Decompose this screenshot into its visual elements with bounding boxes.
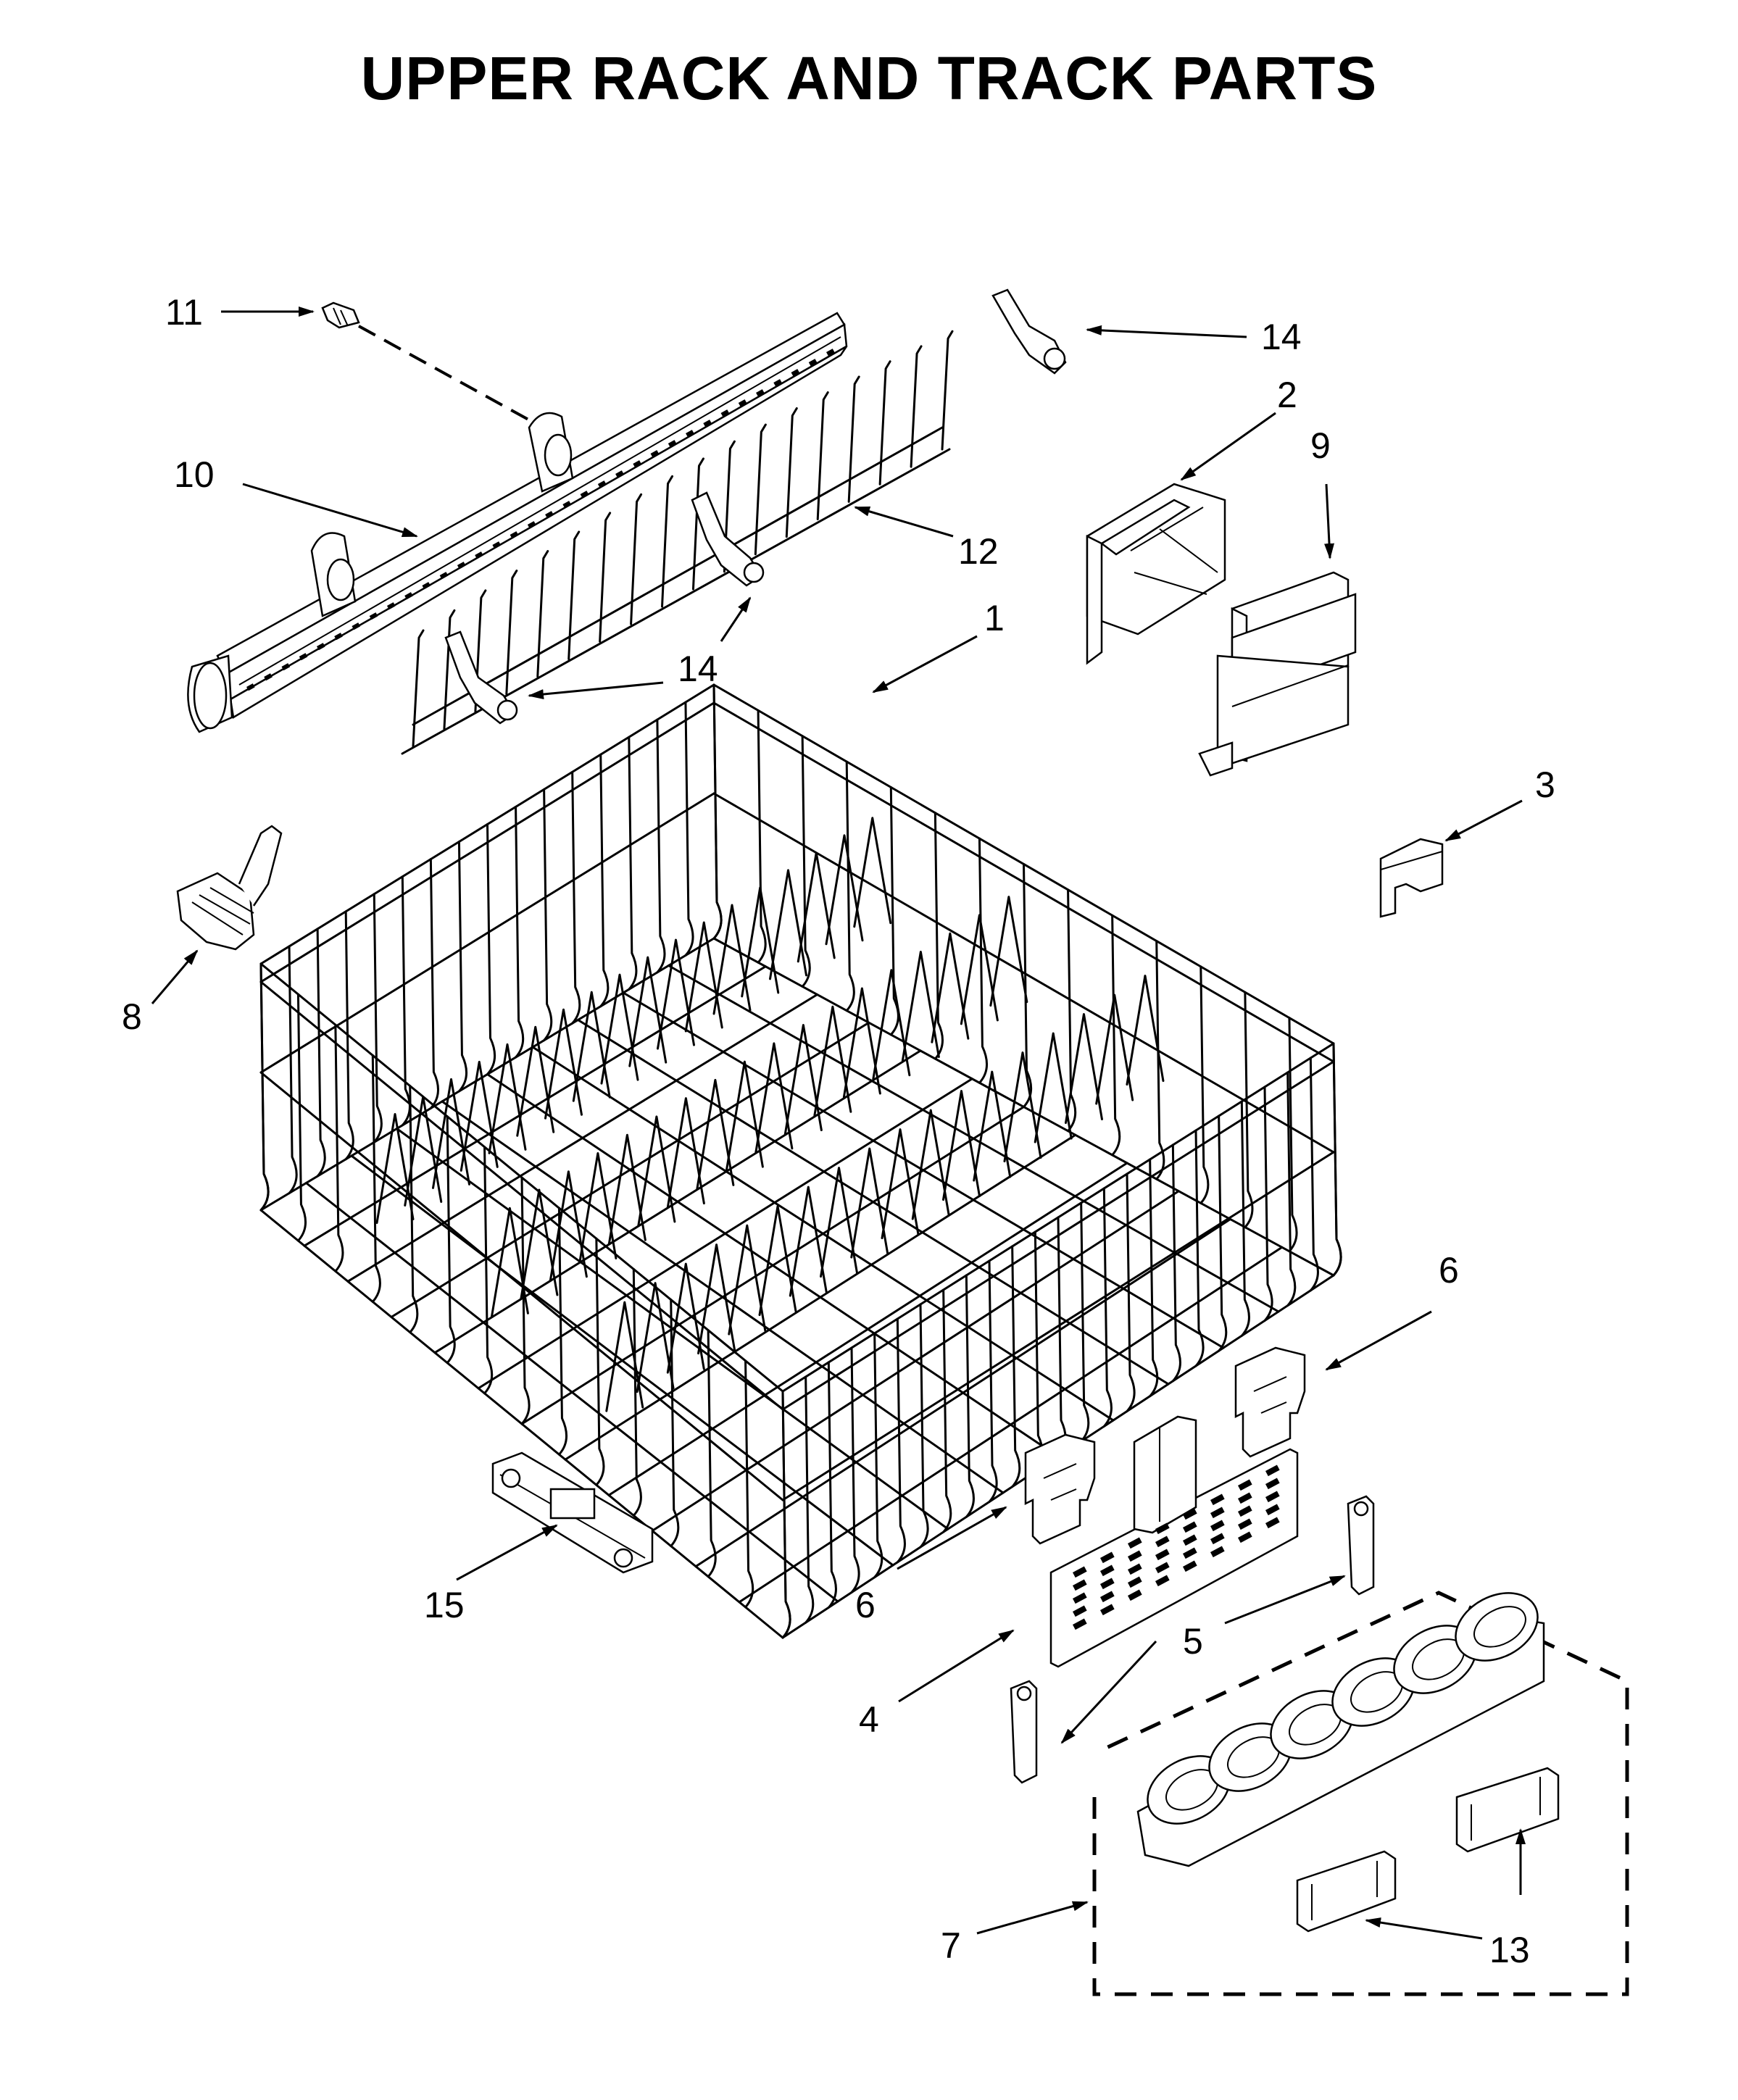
- callout-13: 13: [1489, 1930, 1530, 1970]
- callout-15: 15: [424, 1585, 465, 1625]
- callout-7: 7: [941, 1925, 961, 1966]
- callout-9: 9: [1310, 425, 1331, 466]
- callout-2: 2: [1277, 375, 1297, 415]
- adjuster-part-8: [176, 825, 283, 951]
- callout-10: 10: [174, 454, 215, 495]
- callout-11: 11: [165, 292, 203, 333]
- callout-5: 5: [1183, 1621, 1203, 1662]
- stop-part-3: [1379, 838, 1444, 918]
- panel-part-9: [1198, 571, 1357, 777]
- clip-part-6-lower: [1024, 1433, 1096, 1545]
- clip-part-13-b: [1455, 1767, 1560, 1853]
- callout-12: 12: [958, 531, 999, 572]
- clip-part-14-top: [991, 288, 1067, 375]
- callout-8: 8: [122, 996, 142, 1037]
- callout-14-mid: 14: [678, 649, 718, 689]
- callout-14-top: 14: [1261, 317, 1302, 357]
- bracket-part-2: [1086, 483, 1226, 665]
- rack-basket-part-1: [259, 683, 1342, 1639]
- callout-6-right: 6: [1439, 1250, 1459, 1291]
- cup-shelf-part-4: [1049, 1415, 1299, 1668]
- callout-6-left: 6: [855, 1585, 876, 1625]
- track-rail-part-10: [187, 312, 848, 733]
- clip-part-13-a: [1296, 1850, 1397, 1933]
- callout-labels: 11 14 2 9 10 12 1 14 3 8 6 6 15 5 4 7 13: [122, 292, 1555, 1970]
- callout-3: 3: [1535, 764, 1555, 805]
- leader-lines: [151, 307, 1526, 1940]
- clip-part-14-low: [444, 630, 518, 725]
- clip-part-6-upper: [1234, 1346, 1306, 1458]
- screw-part-11: [321, 301, 537, 425]
- cup-shelf-assembly-part-7-outline: [1092, 1591, 1629, 1996]
- diagram-title: UPPER RACK AND TRACK PARTS: [360, 44, 1378, 112]
- callout-1: 1: [984, 598, 1005, 638]
- rail-stop-part-15: [491, 1451, 654, 1574]
- clip-part-14-mid: [691, 491, 765, 587]
- hinge-pin-part-5-right: [1347, 1495, 1375, 1596]
- hinge-pin-part-5-left: [1010, 1680, 1038, 1784]
- callout-4: 4: [859, 1699, 879, 1740]
